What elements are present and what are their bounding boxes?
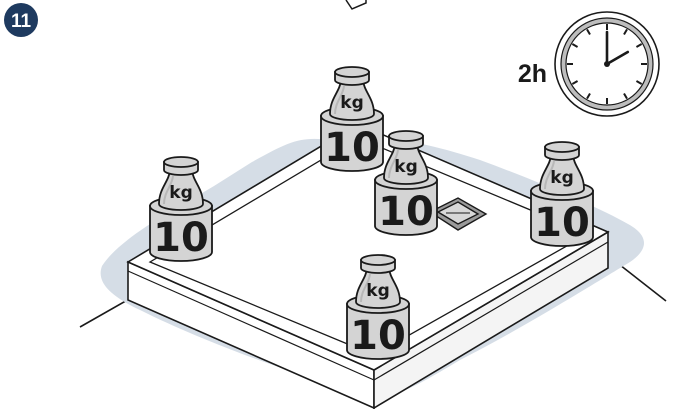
weight-value-label: 10	[534, 200, 590, 246]
tray-rim-line-left	[127, 270, 375, 381]
step-number: 11	[11, 11, 32, 32]
clock-tick	[623, 92, 628, 100]
weight-value-label: 10	[350, 313, 406, 359]
weight-unit-label: kg	[366, 281, 389, 301]
clock-tick	[586, 28, 591, 36]
drain-outlet	[428, 197, 488, 231]
top-edge-fragment	[345, 0, 367, 10]
clock-icon	[554, 11, 660, 117]
clock-hour-hand	[605, 50, 630, 66]
tray-rim-line-right	[373, 241, 609, 381]
weight-value-label: 10	[378, 189, 434, 235]
weights-layer: kg 10 kg 10 kg 10 kg 10 kg 10	[149, 66, 594, 360]
duration-label: 2h	[518, 60, 547, 88]
weight-4: kg 10	[530, 141, 594, 247]
clock-tick	[623, 28, 628, 36]
clock-tick	[586, 92, 591, 100]
weight-unit-label: kg	[550, 168, 573, 188]
clock-tick	[635, 80, 643, 85]
weight-5: kg 10	[346, 254, 410, 360]
shower-tray	[126, 123, 610, 409]
weight-value-label: 10	[324, 125, 380, 171]
clock-tick	[635, 43, 643, 48]
clock-tick	[571, 43, 579, 48]
weight-1: kg 10	[320, 66, 384, 172]
weight-3: kg 10	[374, 130, 438, 236]
step-badge: 11	[4, 3, 38, 37]
tray-top-surface	[126, 123, 610, 371]
weight-unit-label: kg	[340, 93, 363, 113]
weight-unit-label: kg	[394, 157, 417, 177]
clock-ticks	[567, 24, 647, 104]
weight-unit-label: kg	[169, 183, 192, 203]
clock-tick	[571, 80, 579, 85]
weight-2: kg 10	[149, 156, 213, 262]
weight-value-label: 10	[153, 215, 209, 261]
